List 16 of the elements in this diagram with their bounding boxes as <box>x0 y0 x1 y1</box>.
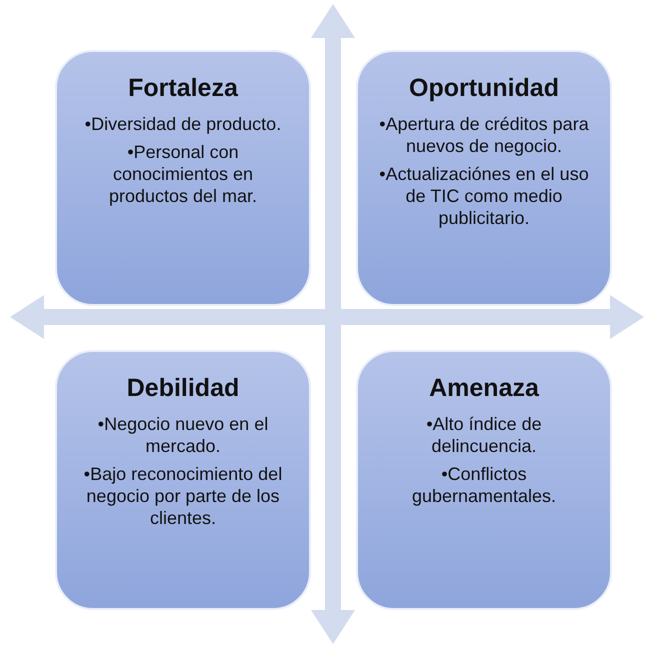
bullet-text: •Bajo reconocimiento del negocio por parte de los clientes. <box>82 463 284 529</box>
bullet-text: •Apertura de créditos para nuevos de negocio. <box>378 113 590 157</box>
quadrant-box <box>55 50 311 306</box>
quadrant-box <box>356 350 612 610</box>
quadrant-heading: Debilidad <box>126 374 240 403</box>
bullet-text: •Diversidad de producto. <box>84 113 282 135</box>
quadrant-heading: Fortaleza <box>128 74 238 103</box>
quadrant-box <box>55 350 311 610</box>
bullet-text: •Alto índice de delincuencia. <box>425 413 543 457</box>
bullet-text: •Conflictos gubernamentales. <box>410 463 558 507</box>
bullet-text: •Personal con conocimientos en productos del mar. <box>108 141 258 207</box>
quadrant-heading: Oportunidad <box>409 74 559 103</box>
bullet-text: •Actualizaciónes en el uso de TIC como medio publicitario. <box>378 163 590 229</box>
quadrant-box <box>356 50 612 306</box>
bullet-text: •Negocio nuevo en el mercado. <box>96 413 270 457</box>
quadrant-heading: Amenaza <box>429 374 539 403</box>
